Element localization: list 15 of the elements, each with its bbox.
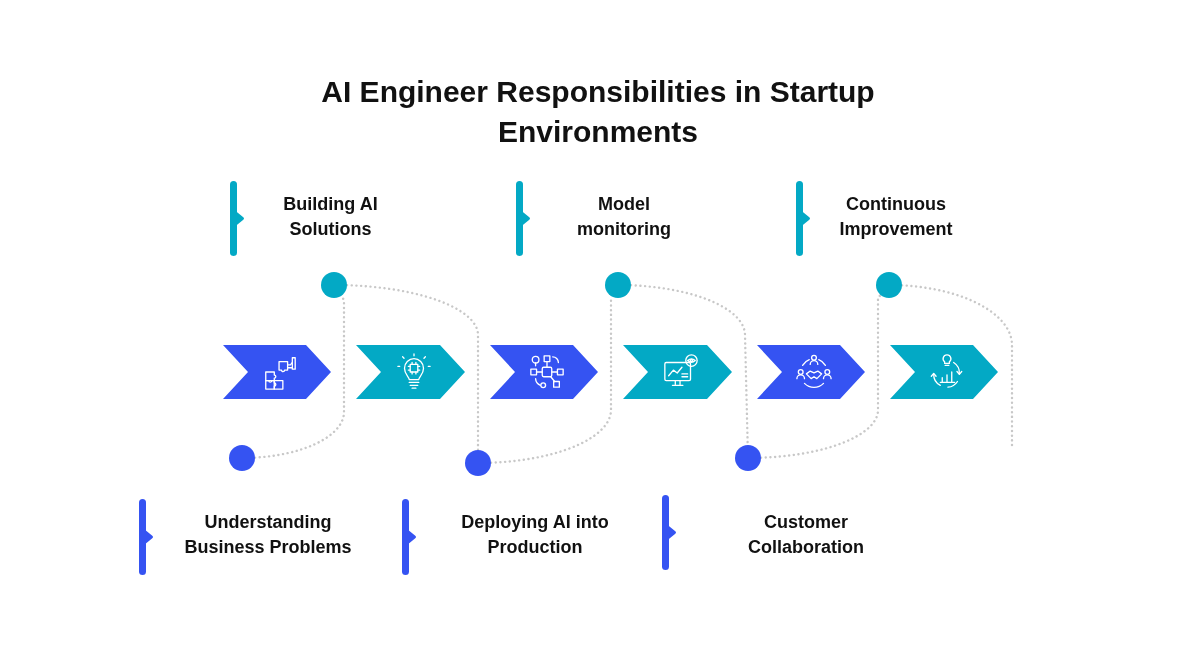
step-label: Customer Collaboration [747, 511, 865, 559]
step-label: Deploying AI into Production [460, 511, 610, 559]
title: AI Engineer Responsibilities in Startup Environments [320, 74, 876, 150]
timeline-dot [605, 272, 631, 298]
step-label: Understanding Business Problems [183, 511, 353, 559]
timeline-dot [321, 272, 347, 298]
dotted-wave-line [759, 293, 882, 459]
step-label: Model monitoring [576, 193, 672, 241]
timeline-dot [465, 450, 491, 476]
timeline-dot [735, 445, 761, 471]
step-label: Building AI Solutions [282, 193, 379, 241]
timeline-dot [229, 445, 255, 471]
dotted-wave-line [345, 284, 480, 452]
step-label: Continuous Improvement [838, 193, 954, 241]
timeline-dot [876, 272, 902, 298]
